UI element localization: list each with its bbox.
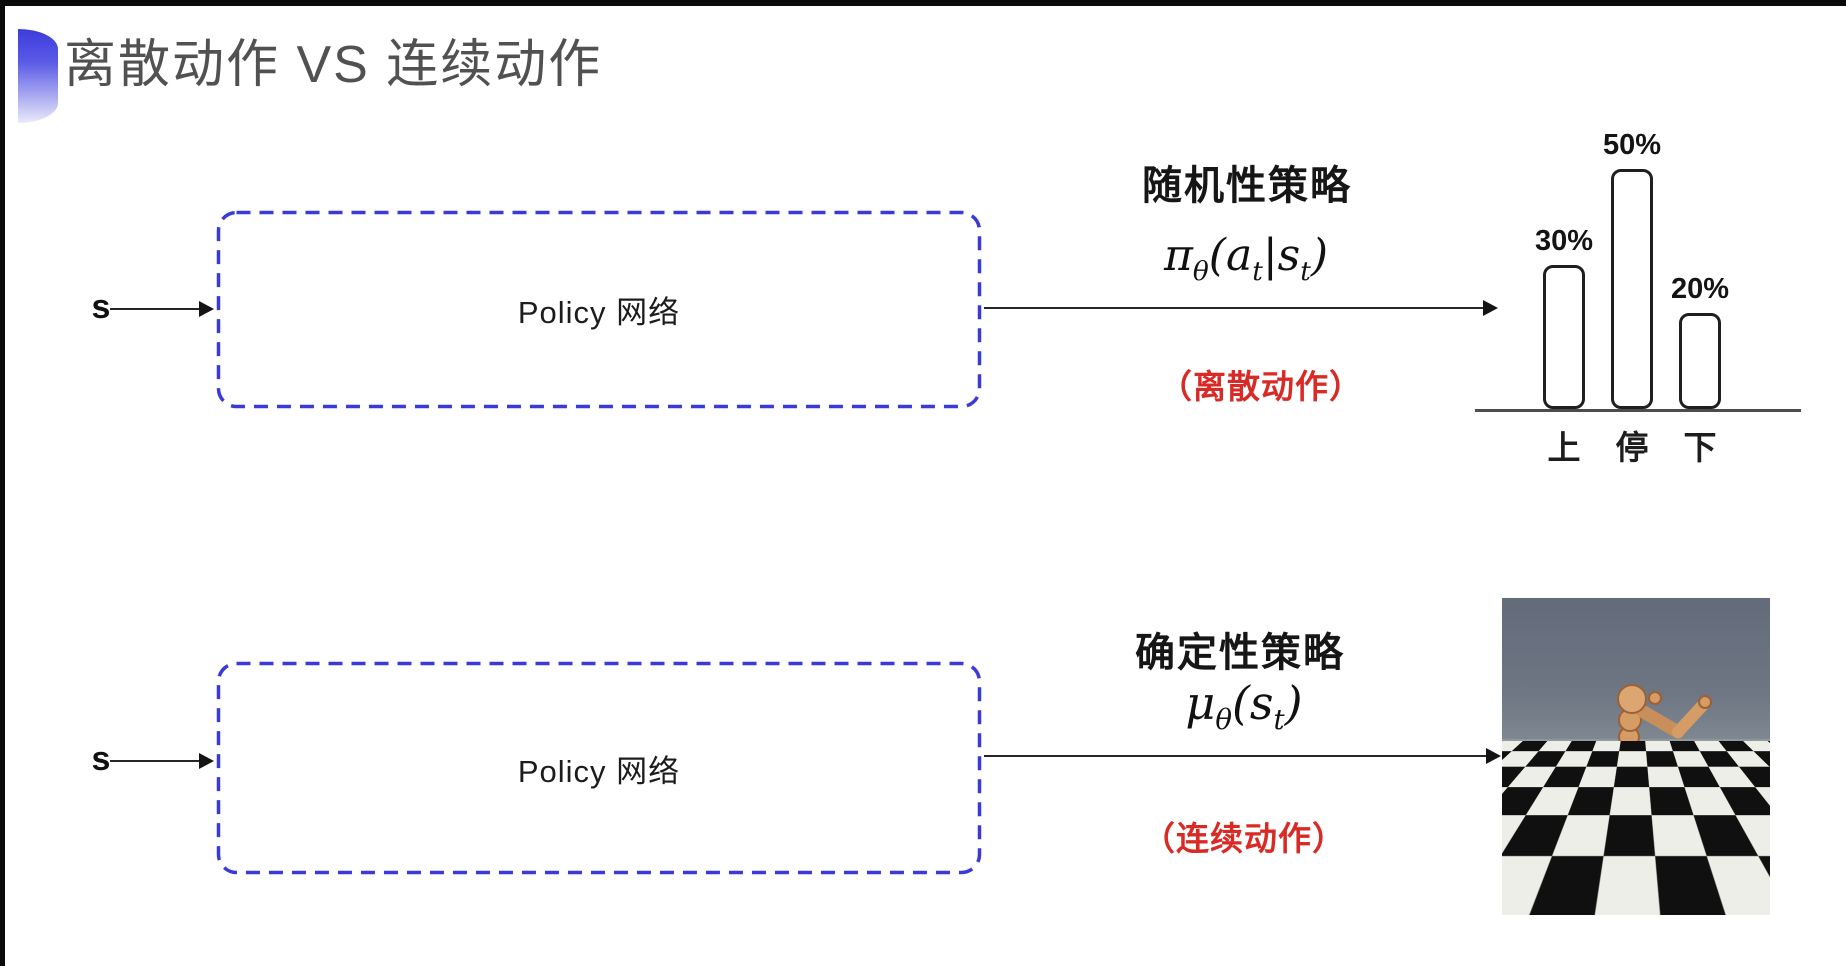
humanoid-simulation-image [1502,598,1770,915]
deterministic-policy-title: 确定性策略 [1135,631,1345,675]
deterministic-policy-formula: μθ(st) [1094,676,1394,736]
formula-subscript: θ [1192,255,1209,287]
left-border [0,0,5,966]
continuous-action-note: （连续动作） [1142,820,1346,857]
bar-group: 50% [1603,129,1661,409]
formula-subscript: t [1273,703,1285,737]
input-arrow-bottom [110,752,214,769]
bar-category-label: 上 [1547,429,1581,466]
discrete-action-note: （离散动作） [1159,368,1363,405]
output-arrow-top [984,299,1498,316]
formula-paren: ( [1231,676,1250,730]
formula-arg: s [1277,230,1301,281]
state-input-label-top: s [91,288,111,326]
policy-network-box-top: Policy 网络 [216,210,982,409]
formula-symbol: π [1163,230,1193,281]
formula-subscript: t [1300,255,1311,287]
bar-value-label: 20% [1670,273,1730,305]
page-title: 离散动作 VS 连续动作 [64,36,603,94]
formula-symbol: μ [1185,676,1216,730]
bars-area: 30% 50% 20% [1535,115,1729,409]
dashed-border [216,661,982,875]
output-arrow-bottom [984,747,1501,764]
formula-subscript: θ [1215,703,1232,737]
formula-subscript: t [1252,255,1263,287]
top-border [0,0,1846,6]
bar-value-label: 30% [1534,225,1594,257]
formula-paren: ( [1208,230,1226,281]
formula-arg: a [1225,230,1253,281]
formula-paren: ) [1310,230,1329,281]
stochastic-policy-formula: πθ(at|st) [1096,230,1396,287]
dashed-border [216,210,982,409]
bar-category-label: 下 [1683,429,1717,466]
policy-network-box-bottom: Policy 网络 [216,661,982,875]
bar-group: 20% [1671,273,1729,409]
formula-bar: | [1262,230,1278,281]
bar-group: 30% [1535,225,1593,409]
policy-network-label-top: Policy 网络 [517,295,681,330]
state-input-label-bottom: s [91,740,111,778]
probability-bar [1679,313,1721,409]
action-probability-chart: 30% 50% 20% 上停下 [1475,115,1805,466]
chart-baseline [1475,409,1801,412]
probability-bar [1543,265,1585,409]
formula-arg: s [1249,676,1274,730]
formula-paren: ) [1284,676,1303,730]
input-arrow-top [110,300,214,317]
probability-bar [1611,169,1653,409]
humanoid-robot-figure [1578,684,1712,903]
title-bullet-icon [18,29,58,123]
bar-category-label: 停 [1615,429,1649,466]
stochastic-policy-title: 随机性策略 [1142,164,1352,208]
bar-value-label: 50% [1602,129,1662,161]
category-labels: 上停下 [1543,421,1721,469]
policy-network-label-bottom: Policy 网络 [517,753,681,789]
